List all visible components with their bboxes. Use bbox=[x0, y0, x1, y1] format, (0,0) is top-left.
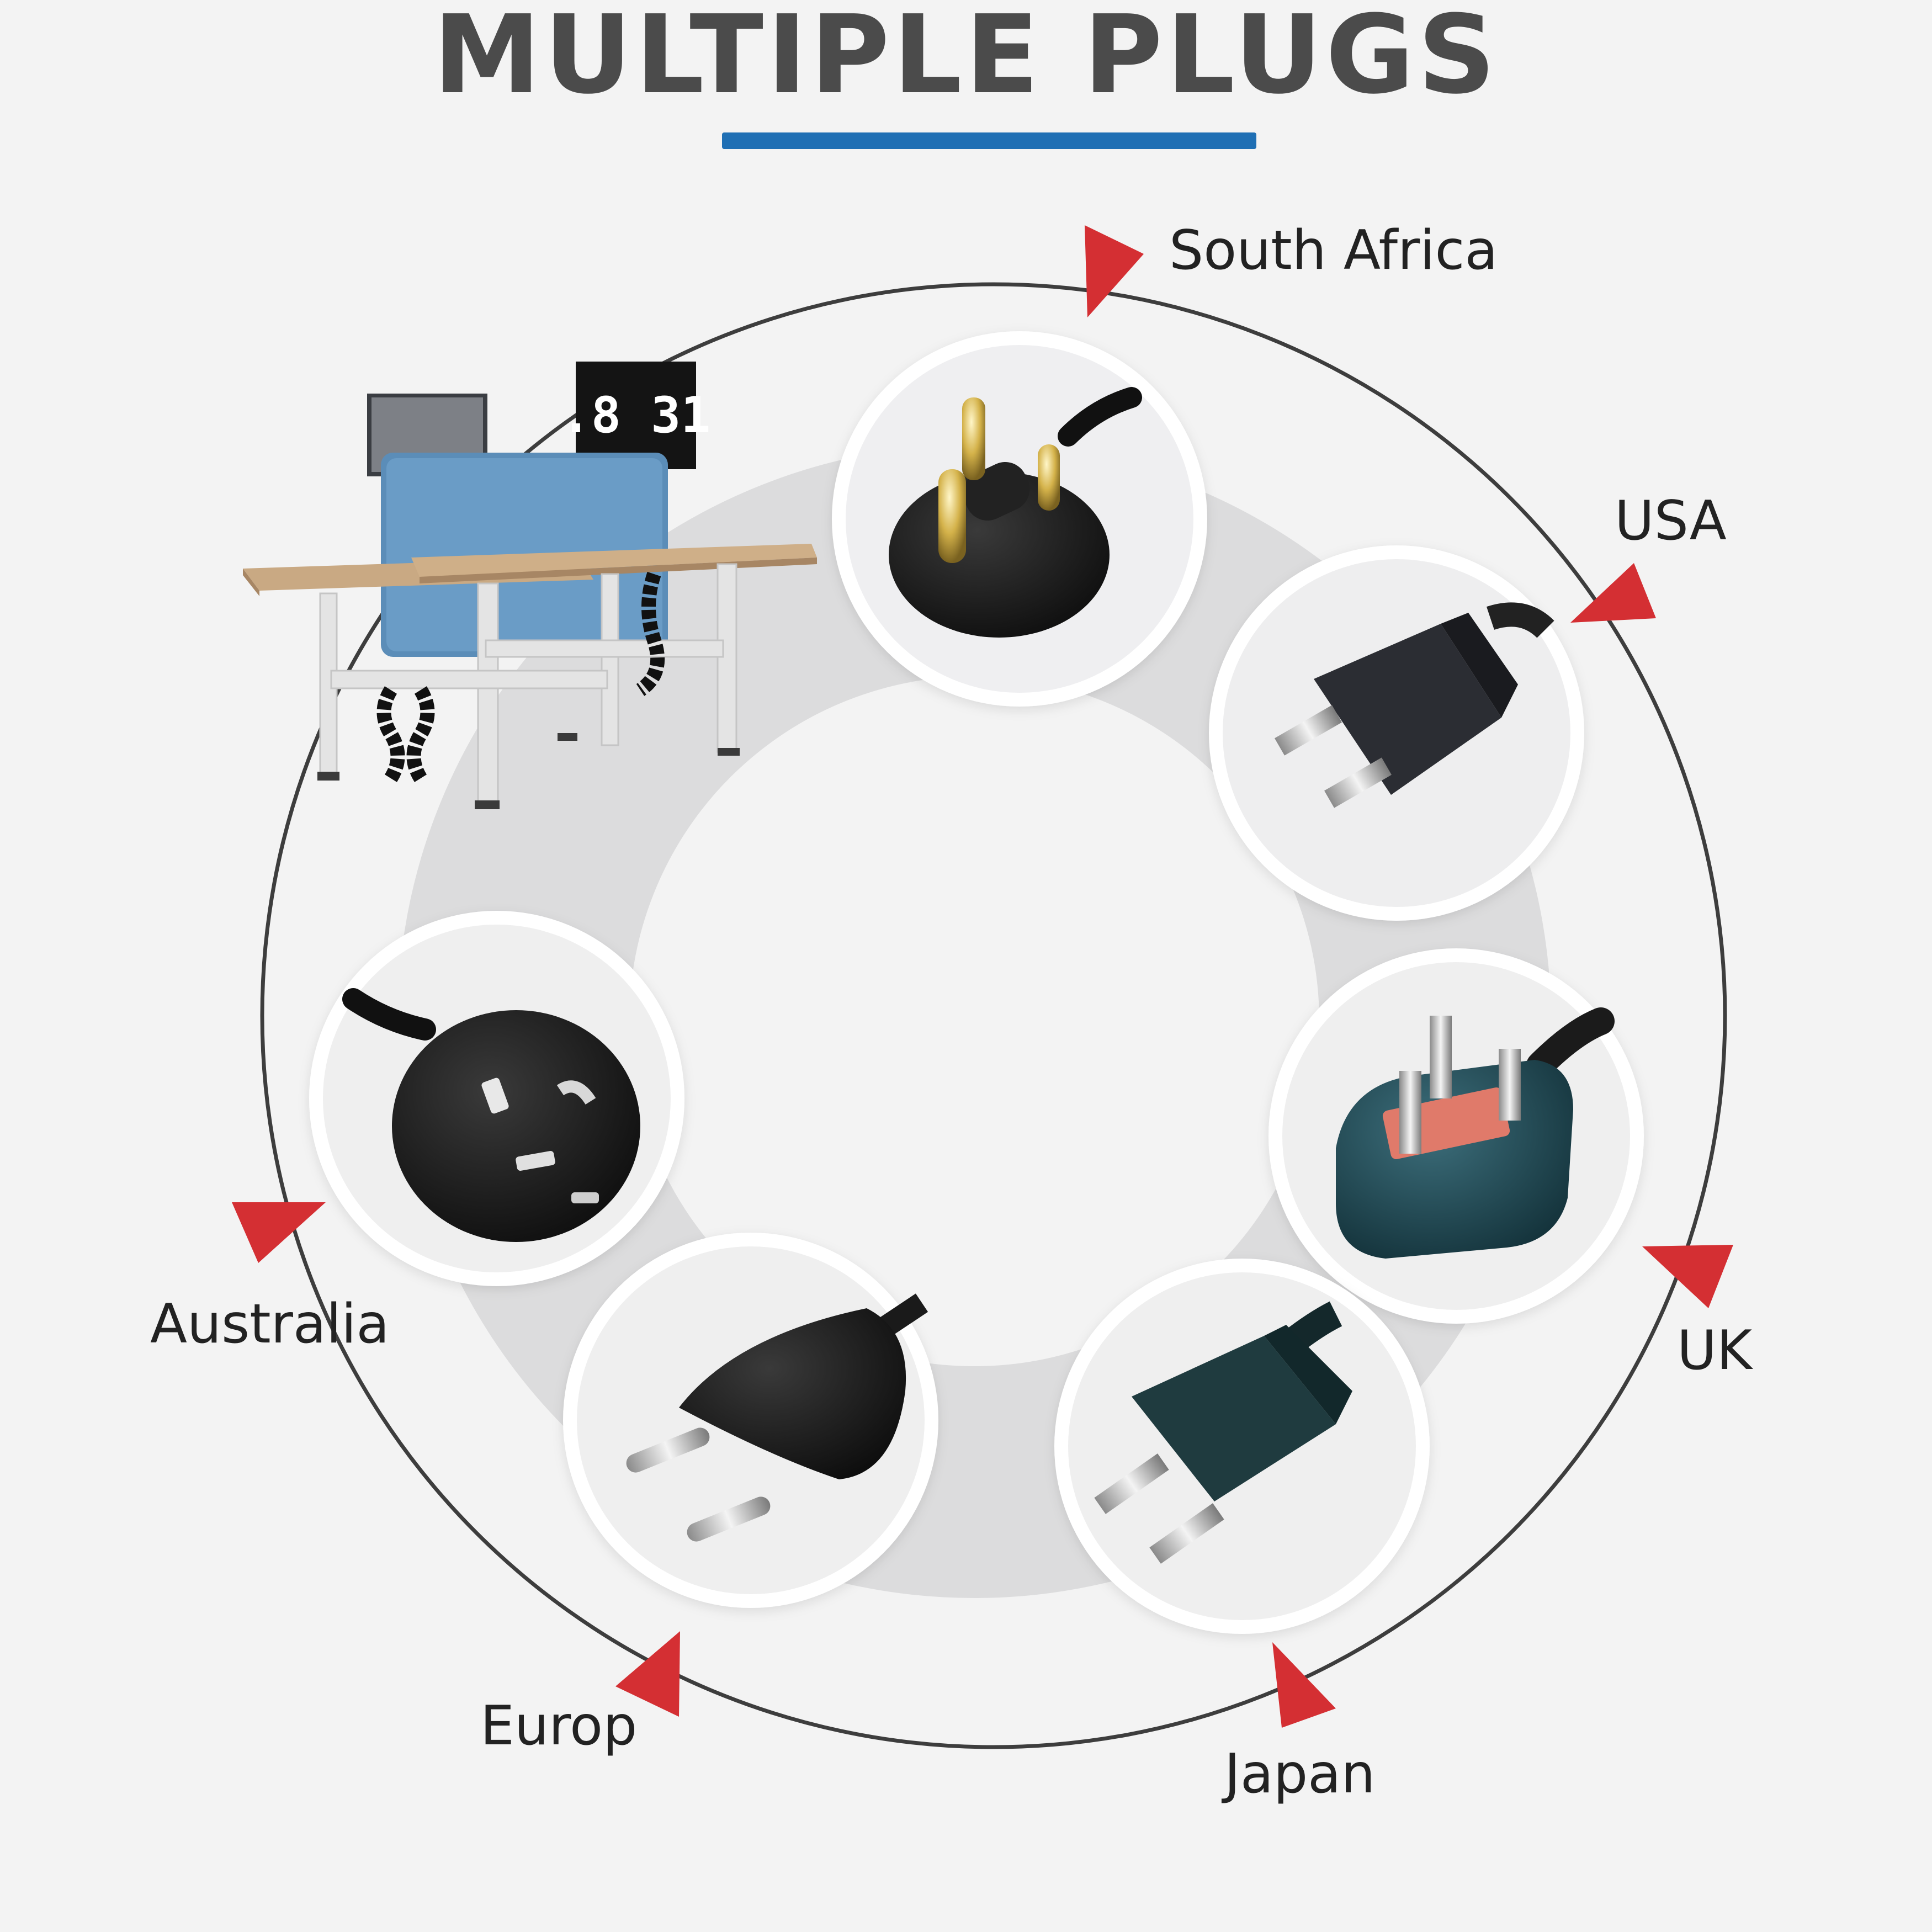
plug-japan bbox=[1054, 1259, 1430, 1634]
arrow-uk bbox=[1642, 1245, 1733, 1308]
plug-australia bbox=[309, 911, 684, 1286]
arrow-europe bbox=[615, 1631, 680, 1717]
outer-circle-line bbox=[260, 282, 1727, 1749]
page-title: MULTIPLE PLUGS bbox=[433, 0, 1499, 118]
label-uk: UK bbox=[1677, 1319, 1752, 1382]
label-australia: Australia bbox=[150, 1293, 390, 1356]
label-europe: Europ bbox=[480, 1695, 638, 1758]
uk-plug-icon bbox=[1336, 1007, 1615, 1259]
label-usa: USA bbox=[1615, 490, 1727, 553]
arrow-japan bbox=[1272, 1642, 1336, 1728]
plug-uk bbox=[1268, 948, 1644, 1324]
south-africa-plug-icon bbox=[889, 387, 1142, 638]
direction-arrows bbox=[232, 225, 1733, 1728]
japan-plug-icon bbox=[1094, 1301, 1352, 1564]
europe-plug-icon bbox=[626, 1293, 928, 1542]
arrow-usa bbox=[1570, 563, 1656, 623]
plug-usa bbox=[1209, 545, 1584, 921]
arrow-south-africa bbox=[1085, 225, 1144, 317]
arrow-australia bbox=[232, 1202, 326, 1263]
label-south-africa: South Africa bbox=[1169, 219, 1498, 282]
australia-plug-icon bbox=[342, 988, 640, 1242]
label-japan: Japan bbox=[1224, 1743, 1376, 1806]
standing-desk-illustration: .8 31 bbox=[243, 362, 817, 809]
usa-plug-icon bbox=[1275, 602, 1554, 808]
plug-south-africa bbox=[832, 331, 1207, 707]
monitor-clock-text: .8 31 bbox=[561, 386, 711, 444]
plug-europe bbox=[563, 1233, 938, 1608]
title-underline bbox=[722, 132, 1256, 149]
